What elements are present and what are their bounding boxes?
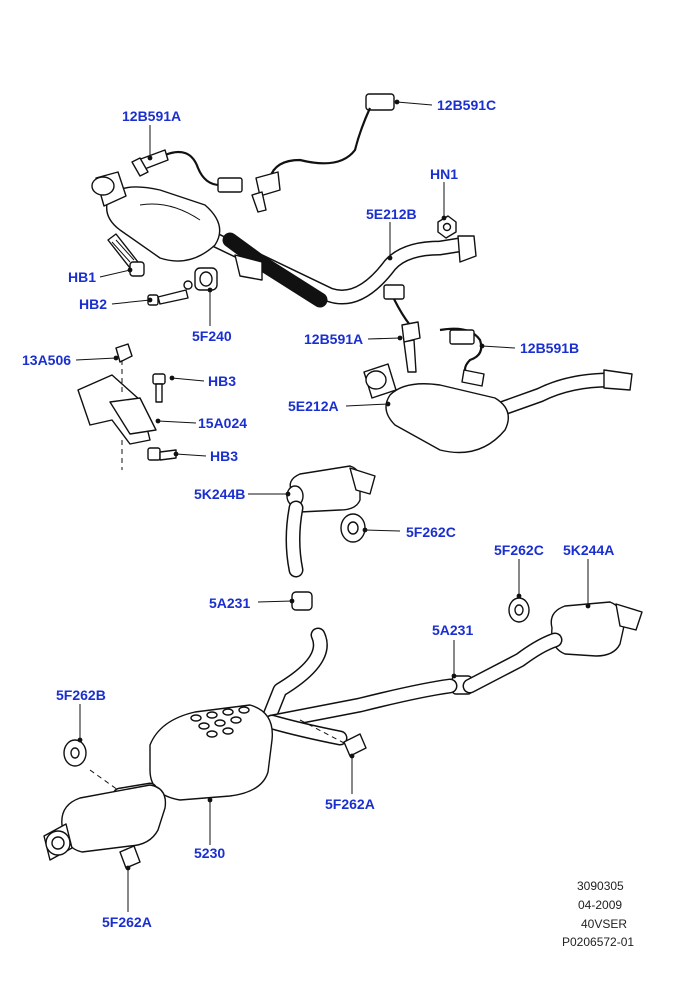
- reference-info: 3090305 04-2009 40VSER P0206572-01: [562, 879, 634, 949]
- oxygen-sensor-12b591c: [251, 93, 395, 213]
- reference-date: 04-2009: [578, 898, 622, 912]
- callout-labels: 12B591A 12B591C HN1 5E212B HB1 HB2 5F240…: [22, 97, 614, 930]
- callout-13a506: 13A506: [22, 352, 71, 368]
- callout-5f262c-upper: 5F262C: [406, 524, 456, 540]
- callout-12b591b: 12B591B: [520, 340, 579, 356]
- lower-front-pipe-5e212a: [363, 363, 633, 454]
- bolt-hb3-lower: [147, 447, 177, 461]
- callout-hb1: HB1: [68, 269, 96, 285]
- callout-12b591c: 12B591C: [437, 97, 496, 113]
- callout-5f262a-rear: 5F262A: [102, 914, 152, 930]
- rubber-mount-5f262a-center: [343, 733, 367, 757]
- rubber-mount-5f262b: [63, 739, 87, 767]
- intermediate-pipe-5230: [262, 627, 563, 746]
- callout-hb3-lower: HB3: [210, 448, 238, 464]
- center-muffler-5230: [149, 704, 274, 801]
- rubber-mount-5f262c-upper: [340, 513, 366, 543]
- upper-catalytic-converter: [91, 171, 221, 262]
- mounting-bracket-5f240: [194, 254, 263, 291]
- muffler-dimples: [190, 706, 250, 738]
- clamp-5a231-upper: [291, 591, 313, 611]
- callout-5a231-upper: 5A231: [209, 595, 250, 611]
- callout-5f262a-center: 5F262A: [325, 796, 375, 812]
- leader-lines: [75, 99, 591, 912]
- muffler-5k244a: [550, 601, 643, 657]
- heat-shield-bracket-15a024: [77, 374, 157, 445]
- rear-muffler-left: [43, 782, 167, 861]
- muffler-5k244b: [286, 465, 376, 513]
- callout-5k244b: 5K244B: [194, 486, 245, 502]
- callout-hn1: HN1: [430, 166, 458, 182]
- reference-code: 3090305: [577, 879, 624, 893]
- callout-5230: 5230: [194, 845, 225, 861]
- rubber-mount-5f262a-rear: [119, 845, 141, 869]
- bolt-hb1: [107, 233, 145, 277]
- callout-15a024: 15A024: [198, 415, 247, 431]
- callout-12b591a-top: 12B591A: [122, 108, 181, 124]
- oxygen-sensor-12b591a-upper: [131, 149, 243, 193]
- connector-13a506: [115, 343, 133, 363]
- rubber-mount-5f262c-right: [508, 597, 530, 623]
- bolt-hb3-upper: [152, 373, 166, 403]
- callout-5f240: 5F240: [192, 328, 232, 344]
- reference-part-number: P0206572-01: [562, 935, 634, 949]
- callout-12b591a-lower: 12B591A: [304, 331, 363, 347]
- oxygen-sensor-12b591a-lower: [383, 284, 421, 373]
- callout-5f262c-right: 5F262C: [494, 542, 544, 558]
- callout-5e212b: 5E212B: [366, 206, 417, 222]
- reference-series: 40VSER: [581, 917, 627, 931]
- callout-5a231-right: 5A231: [432, 622, 473, 638]
- callout-5e212a: 5E212A: [288, 398, 339, 414]
- oxygen-sensor-12b591b: [439, 327, 485, 387]
- callout-hb2: HB2: [79, 296, 107, 312]
- bolt-hb2: [147, 280, 193, 306]
- callout-5f262b: 5F262B: [56, 687, 106, 703]
- callout-hb3-upper: HB3: [208, 373, 236, 389]
- callout-5k244a: 5K244A: [563, 542, 614, 558]
- nut-hn1: [437, 215, 457, 239]
- pipe-5k244b: [285, 500, 304, 578]
